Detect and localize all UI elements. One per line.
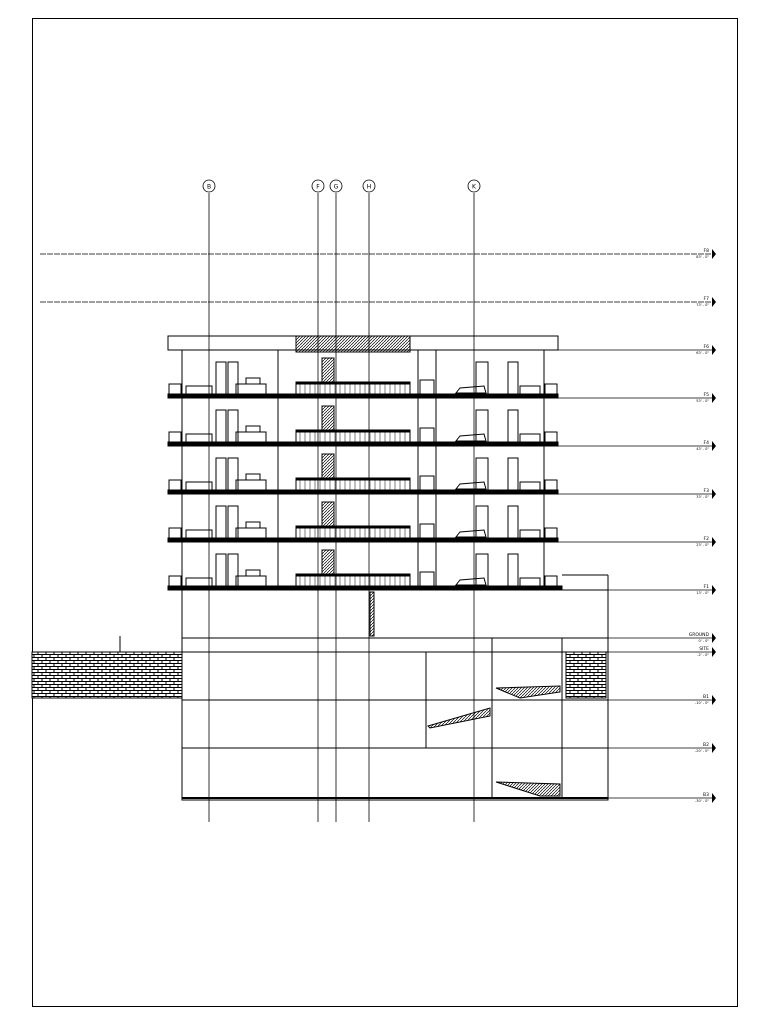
level-elev-site: -2' - 0" [697,653,709,657]
level-name-f1: F1 [704,584,710,590]
level-name-ground: GROUND [689,632,710,638]
level-marker-icon [712,537,716,547]
grid-label-g: G [334,184,339,191]
level-marker-icon [712,393,716,403]
site-brick-right [565,651,607,699]
level-elev-b1: -10' - 0" [695,701,709,705]
basement-block [181,637,609,801]
level-marker-icon [712,647,716,657]
residential-floor [167,446,559,495]
level-elev-b2: -20' - 0" [695,749,709,753]
level-name-site: SITE [699,646,709,652]
residential-floor [167,398,559,447]
level-name-f8: F8 [704,248,710,254]
level-elev-f8: 83' - 0" [696,255,709,259]
grid-bubble-g [329,179,343,193]
level-name-f4: F4 [704,440,710,446]
level-marker-icon [712,345,716,355]
grid-bubble-b [202,179,216,193]
grid-label-k: K [472,184,477,191]
residential-floor [167,350,559,399]
grid-bubble-k [467,179,481,193]
grid-bubble-f [311,179,325,193]
level-marker-icon [712,297,716,307]
residential-floor [167,494,559,543]
podium-shaft [369,591,375,637]
sheet-border [32,18,738,1007]
level-elev-f3: 33' - 0" [696,495,709,499]
grid-bubble-h [362,179,376,193]
level-elev-ground: 0' - 0" [698,639,709,643]
level-name-b3: B3 [703,792,709,798]
level-marker-icon [712,633,716,643]
podium-level [181,589,609,639]
level-elev-b3: -30' - 0" [695,799,709,803]
level-elev-f7: 73' - 0" [696,303,709,307]
level-marker-icon [712,793,716,803]
ramp-b1 [495,685,561,699]
level-marker-icon [712,249,716,259]
level-name-f6: F6 [704,344,710,350]
level-marker-icon [712,695,716,705]
ramp-b3 [495,781,561,797]
ramp-b2 [427,707,491,729]
building-section [31,335,609,801]
site-brick-left [31,651,183,699]
level-elev-f4: 43' - 0" [696,447,709,451]
residential-floor [167,542,559,591]
level-name-f5: F5 [704,392,710,398]
level-elev-f5: 53' - 0" [696,399,709,403]
level-elev-f1: 13' - 0" [696,591,709,595]
roof-mech-equipment [295,335,411,353]
level-marker-icon [712,585,716,595]
level-marker-icon [712,489,716,499]
level-name-b2: B2 [703,742,709,748]
level-name-b1: B1 [703,694,709,700]
grid-label-h: H [367,184,372,191]
grid-label-f: F [316,184,320,191]
level-name-f7: F7 [704,296,710,302]
level-name-f3: F3 [704,488,710,494]
level-name-f2: F2 [704,536,710,542]
grid-label-b: B [207,184,211,191]
level-elev-f2: 23' - 0" [696,543,709,547]
level-marker-icon [712,743,716,753]
level-marker-icon [712,441,716,451]
level-elev-f6: 63' - 0" [696,351,709,355]
